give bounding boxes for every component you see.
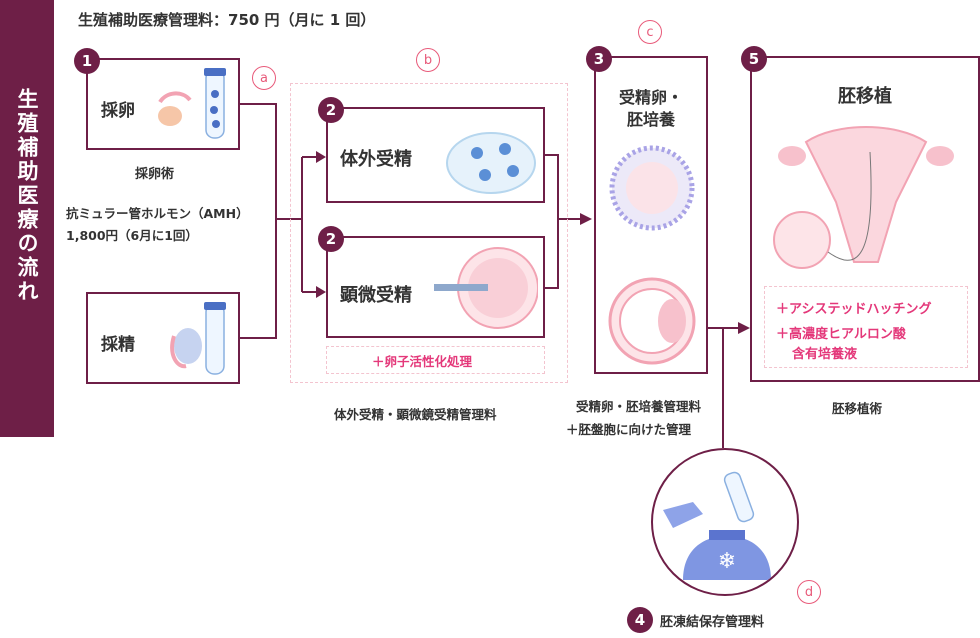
cryo-tank-illustration: ❄: [663, 471, 771, 580]
embryo-culture-caption-2: ＋胚盤胞に向けた管理: [566, 422, 692, 437]
egg-retrieval-box: 採卵: [86, 58, 240, 150]
ivf-label: 体外受精: [340, 149, 412, 170]
embryo-culture-label-1: 受精卵・: [618, 88, 683, 107]
ivf-box: 体外受精: [326, 107, 545, 203]
ovary-tube-illustration: [158, 68, 226, 139]
embryo-transfer-caption: 胚移植術: [832, 401, 883, 416]
uterus-illustration: [773, 126, 954, 269]
group-b-frame: [290, 83, 568, 383]
testis-tube-illustration: [170, 302, 226, 375]
step-4-number: 4: [627, 607, 653, 633]
embryo-culture-caption-1: 受精卵・胚培養管理料: [576, 399, 702, 414]
freezing-circle: ❄: [651, 448, 799, 596]
step-2b-number: 2: [318, 226, 344, 252]
embryo-culture-label-2: 胚培養: [626, 110, 675, 129]
sperm-collection-label: 採精: [101, 335, 135, 355]
step-1-number: 1: [74, 48, 100, 74]
blastocyst-illustration: [608, 277, 696, 365]
icsi-box: 顕微受精: [326, 236, 545, 338]
oocyte-activation-frame: [326, 346, 545, 374]
group-b-caption: 体外受精・顕微鏡受精管理料: [334, 407, 497, 422]
amh-line-1: 抗ミュラー管ホルモン（AMH）: [66, 206, 249, 221]
embryo-culture-box: 受精卵・ 胚培養: [594, 56, 708, 374]
marker-c: c: [638, 20, 662, 44]
svg-text:❄: ❄: [718, 549, 736, 574]
amh-line-2: 1,800円（6月に1回）: [66, 228, 198, 243]
hyaluronan-option-line-1: ＋高濃度ヒアルロン酸: [776, 327, 906, 342]
zygote-illustration: [609, 145, 695, 231]
oocyte-activation-option: ＋卵子活性化処理: [372, 354, 473, 369]
microinjection-illustration: [434, 247, 538, 329]
hyaluronan-option-line-2: 含有培養液: [792, 347, 858, 362]
egg-retrieval-label: 採卵: [101, 101, 135, 121]
icsi-label: 顕微受精: [340, 285, 412, 306]
step-5-number: 5: [741, 46, 767, 72]
marker-b: b: [416, 48, 440, 72]
sidebar-title: 生殖補助医療の流れ: [15, 88, 39, 304]
assisted-hatching-option: ＋アシステッドハッチング: [776, 302, 932, 317]
egg-retrieval-caption: 採卵術: [135, 167, 175, 182]
petri-dish-illustration: [446, 132, 536, 194]
step-3-number: 3: [586, 46, 612, 72]
fee-header: 生殖補助医療管理料：750 円（月に 1 回）: [78, 11, 376, 29]
transfer-options-frame: [764, 286, 968, 368]
embryo-freezing-caption: 胚凍結保存管理料: [660, 615, 765, 630]
marker-d: d: [797, 580, 821, 604]
sidebar-title-panel: 生殖補助医療の流れ: [0, 0, 54, 437]
step-2a-number: 2: [318, 97, 344, 123]
embryo-transfer-box: 胚移植 ＋アシステッドハッチング ＋高濃度ヒアルロン酸 含有培養液: [750, 56, 980, 382]
embryo-transfer-label: 胚移植: [838, 86, 892, 107]
marker-a: a: [252, 66, 276, 90]
sperm-collection-box: 採精: [86, 292, 240, 384]
